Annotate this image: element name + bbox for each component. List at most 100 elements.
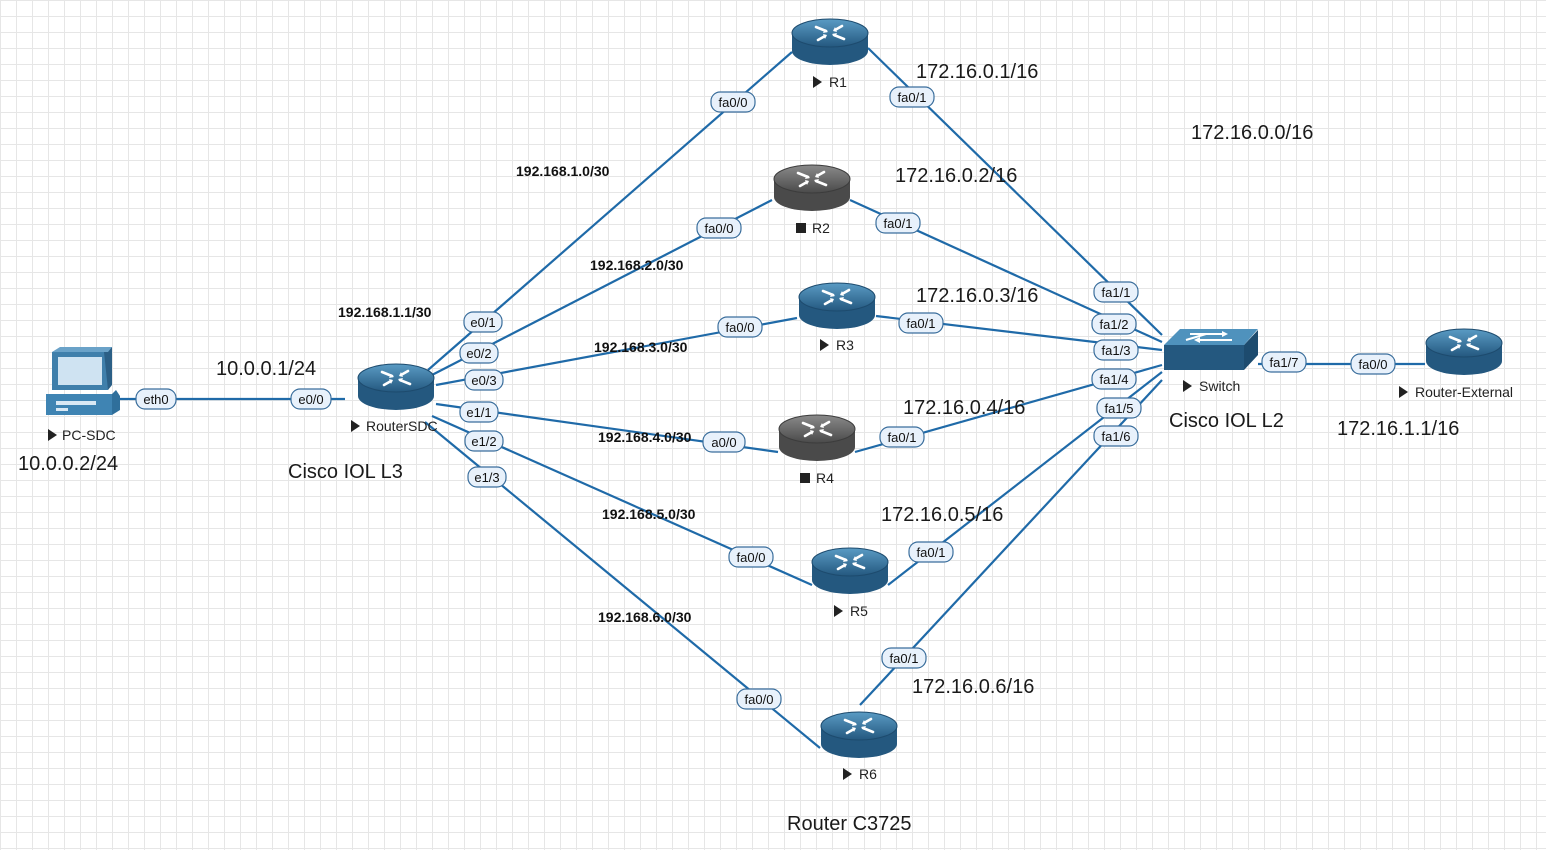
switch-icon bbox=[1164, 329, 1258, 370]
port-badge[interactable]: fa1/1 bbox=[1093, 281, 1139, 303]
node-label: R2 bbox=[812, 220, 830, 236]
svg-text:fa1/6: fa1/6 bbox=[1102, 429, 1131, 444]
node-label: R5 bbox=[850, 603, 868, 619]
interface-ip-label: 192.168.1.1/30 bbox=[338, 304, 432, 320]
node-r6[interactable] bbox=[819, 710, 899, 760]
port-badge[interactable]: fa1/4 bbox=[1091, 368, 1137, 390]
svg-text:fa0/0: fa0/0 bbox=[705, 221, 734, 236]
caption-cisco-iol-l2: Cisco IOL L2 bbox=[1169, 410, 1284, 432]
captions: Cisco IOL L3 Cisco IOL L2 Router C3725 bbox=[288, 410, 1284, 835]
caption-cisco-iol-l3: Cisco IOL L3 bbox=[288, 461, 403, 483]
label-router-external: Router-External bbox=[1399, 384, 1513, 400]
svg-text:fa0/0: fa0/0 bbox=[745, 692, 774, 707]
router-icon bbox=[797, 281, 877, 331]
port-badge[interactable]: e1/1 bbox=[459, 401, 499, 423]
svg-text:e1/1: e1/1 bbox=[466, 405, 491, 420]
svg-text:fa0/1: fa0/1 bbox=[888, 430, 917, 445]
label-r3: R3 bbox=[820, 337, 854, 353]
play-icon bbox=[820, 339, 829, 351]
port-badge[interactable]: fa1/5 bbox=[1096, 397, 1142, 419]
label-routersdc: RouterSDC bbox=[351, 418, 438, 434]
router-icon bbox=[777, 413, 857, 463]
port-badge[interactable]: fa0/0 bbox=[728, 546, 774, 568]
port-badge[interactable]: fa0/0 bbox=[1350, 353, 1396, 375]
svg-text:fa1/2: fa1/2 bbox=[1100, 317, 1129, 332]
node-label: Router-External bbox=[1415, 384, 1513, 400]
ip-label: 172.16.0.6/16 bbox=[912, 676, 1034, 698]
label-r6: R6 bbox=[843, 766, 877, 782]
port-badge[interactable]: fa1/6 bbox=[1093, 425, 1139, 447]
port-badge[interactable]: fa0/1 bbox=[881, 647, 927, 669]
port-badge[interactable]: fa0/1 bbox=[889, 86, 935, 108]
svg-text:e0/2: e0/2 bbox=[466, 346, 491, 361]
port-badge[interactable]: a0/0 bbox=[702, 431, 746, 453]
ip-label: 172.16.0.1/16 bbox=[916, 61, 1038, 83]
network-label: 192.168.6.0/30 bbox=[598, 609, 692, 625]
port-badge[interactable]: fa1/7 bbox=[1261, 351, 1307, 373]
svg-text:fa0/1: fa0/1 bbox=[884, 216, 913, 231]
node-r5[interactable] bbox=[810, 546, 890, 596]
ip-label: 10.0.0.1/24 bbox=[216, 358, 316, 380]
play-icon bbox=[843, 768, 852, 780]
node-switch[interactable] bbox=[1164, 329, 1258, 370]
port-badge[interactable]: fa0/1 bbox=[875, 212, 921, 234]
label-switch: Switch bbox=[1183, 378, 1240, 394]
network-label: 192.168.3.0/30 bbox=[594, 339, 688, 355]
ip-label: 172.16.0.5/16 bbox=[881, 504, 1003, 526]
svg-text:fa0/1: fa0/1 bbox=[890, 651, 919, 666]
subnet-label: 172.16.0.0/16 bbox=[1191, 122, 1313, 144]
svg-text:eth0: eth0 bbox=[143, 392, 168, 407]
port-badge[interactable]: eth0 bbox=[135, 388, 177, 410]
router-icon bbox=[819, 710, 899, 760]
port-badge[interactable]: fa0/1 bbox=[879, 426, 925, 448]
network-label: 192.168.1.0/30 bbox=[516, 163, 610, 179]
port-badge[interactable]: e0/0 bbox=[290, 388, 332, 410]
label-pc-sdc: PC-SDC bbox=[48, 427, 116, 443]
label-r2: R2 bbox=[796, 220, 830, 236]
play-icon bbox=[1399, 386, 1408, 398]
node-r3[interactable] bbox=[797, 281, 877, 331]
router-icon bbox=[790, 17, 870, 67]
network-label: 192.168.5.0/30 bbox=[602, 506, 696, 522]
ip-label: 10.0.0.2/24 bbox=[18, 453, 118, 475]
node-label: Switch bbox=[1199, 378, 1240, 394]
node-r4[interactable] bbox=[777, 413, 857, 463]
node-router-external[interactable] bbox=[1424, 327, 1504, 377]
ip-label: 172.16.0.2/16 bbox=[895, 165, 1017, 187]
ip-label: 172.16.1.1/16 bbox=[1337, 418, 1459, 440]
ip-label: 172.16.0.3/16 bbox=[916, 285, 1038, 307]
svg-text:fa1/3: fa1/3 bbox=[1102, 343, 1131, 358]
node-r1[interactable] bbox=[790, 17, 870, 67]
port-badge[interactable]: e0/1 bbox=[463, 311, 503, 333]
port-badge[interactable]: fa0/1 bbox=[908, 541, 954, 563]
port-badge[interactable]: fa1/3 bbox=[1093, 339, 1139, 361]
play-icon bbox=[813, 76, 822, 88]
port-badge[interactable]: e1/3 bbox=[467, 466, 507, 488]
router-icon bbox=[356, 362, 436, 412]
label-r4: R4 bbox=[800, 470, 834, 486]
network-label: 192.168.2.0/30 bbox=[590, 257, 684, 273]
port-badge[interactable]: fa0/1 bbox=[898, 312, 944, 334]
play-icon bbox=[834, 605, 843, 617]
node-pc-sdc[interactable] bbox=[46, 347, 120, 415]
svg-text:fa0/0: fa0/0 bbox=[726, 320, 755, 335]
port-badge[interactable]: fa0/0 bbox=[736, 688, 782, 710]
port-badge[interactable]: fa0/0 bbox=[710, 91, 756, 113]
node-label: R4 bbox=[816, 470, 834, 486]
port-badge[interactable]: fa0/0 bbox=[717, 316, 763, 338]
svg-text:fa0/1: fa0/1 bbox=[898, 90, 927, 105]
port-badge[interactable]: e0/3 bbox=[464, 369, 504, 391]
svg-text:fa0/1: fa0/1 bbox=[907, 316, 936, 331]
port-badge[interactable]: e1/2 bbox=[464, 430, 504, 452]
svg-text:fa0/1: fa0/1 bbox=[917, 545, 946, 560]
node-routersdc[interactable] bbox=[356, 362, 436, 412]
node-labels: PC-SDC RouterSDC R1 R2 R3 R4 R5 R6 bbox=[48, 74, 1513, 782]
port-badge[interactable]: fa0/0 bbox=[696, 217, 742, 239]
node-r2[interactable] bbox=[772, 163, 852, 213]
router-icon bbox=[772, 163, 852, 213]
port-badge[interactable]: fa1/2 bbox=[1091, 313, 1137, 335]
address-labels: 10.0.0.1/24 10.0.0.2/24 172.16.0.1/16 17… bbox=[18, 61, 1459, 698]
node-label: RouterSDC bbox=[366, 418, 438, 434]
ip-label: 172.16.0.4/16 bbox=[903, 397, 1025, 419]
port-badge[interactable]: e0/2 bbox=[459, 342, 499, 364]
